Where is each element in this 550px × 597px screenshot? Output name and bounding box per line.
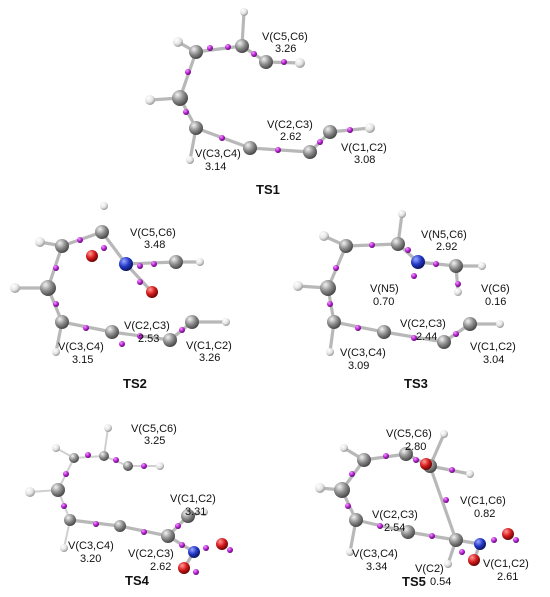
ts5-title: TS5 [402, 574, 426, 589]
ts3-label-c6-value: 0.16 [485, 296, 506, 308]
ts3-label-n5c6-name: V(N5,C6) [421, 229, 467, 241]
ts1-label-c1c2-value: 3.08 [354, 154, 375, 166]
ts4-label-c2c3-value: 2.62 [150, 561, 171, 573]
ts1-label-c2c3-value: 2.62 [280, 131, 301, 143]
ts2-label-c5c6-value: 3.48 [144, 239, 165, 251]
ts3-label-c3c4-name: V(C3,C4) [340, 347, 386, 359]
ts3-label-c1c2-name: V(C1,C2) [470, 341, 516, 353]
ts3-atoms [293, 210, 504, 356]
ts2-label-c3c4-value: 3.15 [72, 354, 93, 366]
ts1-title: TS1 [256, 182, 280, 197]
ts2-atoms [10, 202, 230, 356]
ts1-label-c5c6-value: 3.26 [275, 43, 296, 55]
ts5-label-c5c6-name: V(C5,C6) [386, 428, 432, 440]
panel-ts4: V(C5,C6) 3.25 V(C1,C2) 3.31 V(C3,C4) 3.2… [25, 423, 233, 588]
ts3-label-c2c3-value: 2.44 [416, 331, 437, 343]
ts5-label-c1c2-value: 2.61 [497, 571, 518, 583]
ts3-label-c3c4-value: 3.09 [348, 360, 369, 372]
panel-ts1: V(C5,C6) 3.26 V(C2,C3) 2.62 V(C1,C2) 3.0… [145, 8, 387, 197]
ts4-atoms [25, 424, 228, 574]
ts3-label-c6-name: V(C6) [481, 283, 510, 295]
ts4-label-c3c4-name: V(C3,C4) [68, 540, 114, 552]
ts2-label-c2c3-name: V(C2,C3) [124, 320, 170, 332]
panel-ts5: V(C5,C6) 2.80 V(C1,C6) 0.82 V(C2,C3) 2.5… [315, 428, 529, 589]
ts1-basins [183, 44, 353, 153]
ts5-label-c1c2-name: V(C1,C2) [483, 558, 529, 570]
ts1-label-c5c6-name: V(C5,C6) [262, 31, 308, 43]
ts3-label-c2c3-name: V(C2,C3) [400, 318, 446, 330]
ts4-label-c5c6-value: 3.25 [144, 435, 165, 447]
ts1-label-c1c2-name: V(C1,C2) [341, 142, 387, 154]
ts2-title: TS2 [123, 376, 147, 391]
ts5-label-c3c4-value: 3.34 [366, 561, 387, 573]
ts1-atoms [145, 8, 375, 164]
ts4-title: TS4 [125, 573, 150, 588]
ts5-label-c2-value: 0.54 [430, 576, 451, 588]
ts3-label-n5-value: 0.70 [373, 296, 394, 308]
panel-ts2: V(C5,C6) 3.48 V(C2,C3) 2.53 V(C1,C2) 3.2… [10, 202, 232, 391]
ts5-atoms [315, 430, 514, 568]
panel-ts3: V(N5,C6) 2.92 V(N5) 0.70 V(C6) 0.16 V(C2… [293, 210, 516, 391]
ts3-label-c1c2-value: 3.04 [483, 354, 504, 366]
ts3-label-n5-name: V(N5) [370, 283, 399, 295]
ts4-label-c3c4-value: 3.20 [80, 553, 101, 565]
ts2-label-c3c4-name: V(C3,C4) [58, 341, 104, 353]
ts5-label-c1c6-value: 0.82 [474, 508, 495, 520]
ts2-label-c1c2-value: 3.26 [199, 352, 220, 364]
ts1-label-c3c4-name: V(C3,C4) [195, 148, 241, 160]
ts4-label-c1c2-value: 3.31 [185, 506, 206, 518]
ts2-label-c5c6-name: V(C5,C6) [130, 227, 176, 239]
ts5-label-c5c6-value: 2.80 [405, 441, 426, 453]
ts5-label-c2c3-name: V(C2,C3) [372, 509, 418, 521]
ts4-label-c5c6-name: V(C5,C6) [131, 423, 177, 435]
ts5-label-c1c6-name: V(C1,C6) [460, 495, 506, 507]
ts5-label-c3c4-name: V(C3,C4) [352, 548, 398, 560]
ts3-label-n5c6-value: 2.92 [436, 241, 457, 253]
ts1-label-c2c3-name: V(C2,C3) [267, 119, 313, 131]
ts3-title: TS3 [404, 376, 428, 391]
ts5-label-c2-name: V(C2) [415, 563, 444, 575]
ts3-basins [327, 242, 461, 341]
ts4-basins [61, 452, 233, 575]
ts4-label-c2c3-name: V(C2,C3) [128, 548, 174, 560]
ts5-label-c2c3-value: 2.54 [384, 522, 405, 534]
ts2-basins [53, 237, 185, 347]
ts4-label-c1c2-name: V(C1,C2) [170, 493, 216, 505]
ts2-label-c1c2-name: V(C1,C2) [186, 340, 232, 352]
ts2-label-c2c3-value: 2.53 [138, 333, 159, 345]
ts5-basins [345, 453, 519, 555]
ts1-label-c3c4-value: 3.14 [205, 161, 226, 173]
ts1-bonds [148, 10, 372, 162]
